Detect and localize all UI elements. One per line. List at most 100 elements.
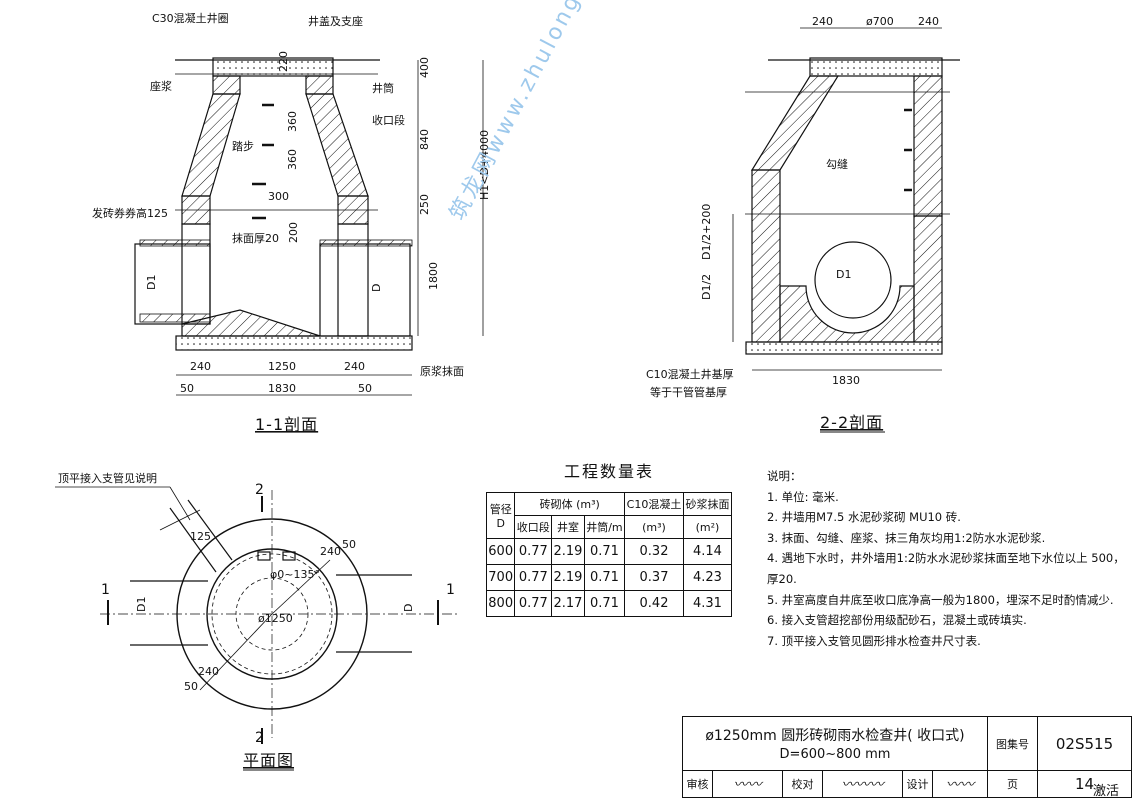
- dim-bottom-50b: 50: [358, 382, 372, 395]
- dim-bottom-240b: 240: [344, 360, 365, 373]
- th-brick-taper: 收口段: [514, 515, 553, 539]
- review-label: 审核: [683, 771, 713, 797]
- dim-plan-d: D: [402, 604, 415, 612]
- dim-pipe-d: D: [370, 284, 383, 292]
- taper-wall-left-2: [750, 75, 840, 171]
- dim-top-240a: 240: [812, 15, 833, 28]
- th-brick-chamber: 井室: [551, 515, 585, 539]
- base-slab: [175, 335, 413, 351]
- dim-plan-1250: ø1250: [258, 612, 293, 625]
- section-mark-2-bottom: 2: [255, 730, 264, 746]
- page-label: 页: [988, 771, 1038, 797]
- note-item: 2. 井墙用M7.5 水泥砂浆砌 MU10 砖.: [767, 510, 961, 525]
- dim-400: 400: [418, 57, 431, 78]
- title-block: ø1250mm 圆形砖砌雨水检查井( 收口式) D=600~800 mm 图集号…: [682, 716, 1132, 798]
- label-base2: 等于干管管基厚: [650, 385, 727, 399]
- label-shaft: 井筒: [372, 81, 394, 95]
- title-section-1-1: 1-1剖面: [255, 415, 318, 434]
- dim-360b: 360: [286, 149, 299, 170]
- label-grout: 原浆抹面: [420, 364, 464, 378]
- title-plan: 平面图: [243, 751, 294, 770]
- dim-bottom-1250: 1250: [268, 360, 296, 373]
- design-label: 设计: [903, 771, 933, 797]
- dim-plan-angle: φ0~135°: [270, 568, 320, 581]
- dim-h-total: H1<D+4000: [478, 130, 491, 200]
- atlas-label: 图集号: [988, 717, 1038, 771]
- shaft-wall-right: [305, 75, 334, 95]
- dim-840: 840: [418, 129, 431, 150]
- review-signature: 〰〰: [713, 771, 783, 797]
- base-slab-2: [745, 341, 943, 355]
- dim-250: 250: [418, 194, 431, 215]
- page-number: 14: [1074, 775, 1095, 793]
- section-2-2: [732, 27, 960, 371]
- dim-plan-240b: 240: [198, 665, 219, 678]
- dim-bottom-240a: 240: [190, 360, 211, 373]
- dim-plan-240a: 240: [320, 545, 341, 558]
- note-item: 7. 顶平接入支管见圆形排水检查井尺寸表.: [767, 633, 981, 648]
- dim-bottom-50a: 50: [180, 382, 194, 395]
- label-arch-brick: 发砖券券高: [92, 206, 147, 220]
- label-seat-mortar: 座浆: [150, 79, 172, 93]
- drawing-title: ø1250mm 圆形砖砌雨水检查井( 收口式): [705, 728, 965, 744]
- label-plaster: 抹面厚20: [232, 232, 279, 245]
- th-brick-shaft: 井筒/m: [583, 515, 626, 539]
- dim-plan-125: 125: [190, 530, 211, 543]
- notes-block: 说明： 1. 单位: 毫米. 2. 井墙用M7.5 水泥砂浆砌 MU10 砖. …: [767, 466, 1127, 651]
- dim-d1: D1: [836, 268, 851, 281]
- dim-300: 300: [268, 190, 289, 203]
- design-signature: 〰〰: [933, 771, 988, 797]
- dim-1800: 1800: [427, 262, 440, 290]
- label-base: C10混凝土井基厚: [646, 367, 734, 381]
- note-item: 1. 单位: 毫米.: [767, 489, 839, 504]
- th-plaster: 砂浆抹面: [682, 492, 733, 516]
- table-row: 800 0.77 2.17 0.71 0.42 4.31: [485, 590, 733, 617]
- title-section-2-2: 2-2剖面: [820, 413, 883, 432]
- dim-plan-50b: 50: [184, 680, 198, 693]
- note-item: 3. 抹面、勾缝、座浆、抹三角灰均用1:2防水水泥砂浆.: [767, 530, 1046, 545]
- dim-220: 220: [277, 51, 290, 72]
- table-row: 600 0.77 2.19 0.71 0.32 4.14: [485, 538, 733, 565]
- label-joint: 勾缝: [826, 157, 848, 171]
- label-cover: 井盖及支座: [308, 14, 363, 28]
- label-arch-height: 125: [147, 207, 168, 220]
- plan-view: [55, 486, 460, 744]
- th-brick: 砖砌体 (m³): [514, 492, 626, 516]
- atlas-number: 02S515: [1038, 717, 1131, 771]
- note-item: 6. 接入支管超挖部份用级配砂石，混凝土或砖填实.: [767, 613, 1027, 628]
- dim-top-240b: 240: [918, 15, 939, 28]
- label-taper: 收口段: [372, 113, 405, 127]
- concrete-ring: [212, 57, 334, 77]
- label-step: 踏步: [232, 139, 254, 153]
- th-plaster-unit: (m²): [682, 515, 733, 539]
- section-1-1: [134, 57, 484, 396]
- dim-plan-50a: 50: [342, 538, 356, 551]
- dim-d1-half-200: D1/2+200: [700, 204, 713, 260]
- label-plan-note: 顶平接入支管见说明: [58, 471, 157, 485]
- dim-plan-d1: D1: [135, 597, 148, 612]
- dim-200: 200: [287, 222, 300, 243]
- corner-text: 激活: [1093, 784, 1119, 799]
- dim-360a: 360: [286, 111, 299, 132]
- th-concrete: C10混凝土: [624, 492, 684, 516]
- table-row: 700 0.77 2.19 0.71 0.37 4.23: [485, 564, 733, 591]
- dim-bottom-1830-2: 1830: [832, 374, 860, 387]
- wall-right-2: [913, 75, 943, 217]
- section-mark-1-left: 1: [101, 582, 110, 598]
- th-concrete-unit: (m³): [624, 515, 684, 539]
- section-mark-2-top: 2: [255, 482, 264, 498]
- dim-d1-half: D1/2: [700, 274, 713, 300]
- note-item: 5. 井室高度自井底至收口底净高一般为1800，埋深不足时酌情减少.: [767, 592, 1114, 607]
- notes-heading: 说明：: [767, 469, 802, 483]
- label-concrete-ring: C30混凝土井圈: [152, 11, 229, 25]
- dim-top-700: ø700: [866, 15, 894, 28]
- check-signature: 〰〰〰: [823, 771, 903, 797]
- dim-pipe-d1: D1: [145, 275, 158, 290]
- dim-bottom-1830: 1830: [268, 382, 296, 395]
- note-item: 4. 遇地下水时，井外墙用1:2防水水泥砂浆抹面至地下水位以上 500，厚20.: [767, 551, 1125, 586]
- shaft-wall-left: [212, 75, 241, 95]
